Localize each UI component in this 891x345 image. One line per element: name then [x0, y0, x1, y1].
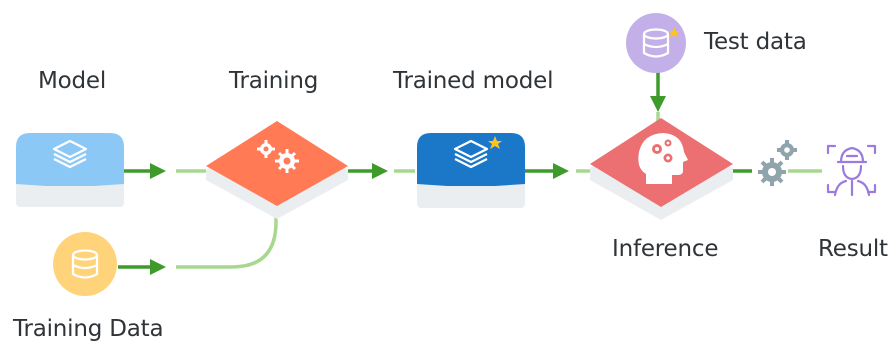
gears-icon [257, 140, 299, 173]
layers-star-icon [453, 136, 502, 169]
label-result: Result [818, 236, 888, 262]
person-target-icon [826, 144, 877, 197]
arrow-trained-model-to-inference [525, 163, 592, 179]
label-training: Training [229, 68, 319, 94]
database-icon [71, 249, 99, 279]
label-model: Model [38, 68, 107, 94]
test-data-node [626, 13, 686, 73]
brain-gears-head-icon [638, 133, 688, 184]
database-star-icon [642, 27, 680, 58]
trained-model-tile [417, 133, 525, 208]
arrow-training-to-trained-model [348, 163, 415, 179]
label-test-data: Test data [704, 29, 807, 55]
arrow-test-data-to-inference [650, 72, 666, 121]
label-inference: Inference [612, 236, 719, 262]
arrow-training-data-to-training [118, 212, 278, 275]
arrow-model-to-training [124, 163, 206, 179]
label-training-data: Training Data [13, 316, 164, 342]
connectors [118, 72, 822, 275]
label-trained-model: Trained model [393, 68, 554, 94]
model-tile [16, 133, 124, 207]
training-tile [206, 121, 348, 219]
layers-icon [52, 139, 88, 169]
training-data-node [53, 232, 117, 296]
result-gears-icon [758, 140, 797, 186]
inference-tile [590, 118, 733, 220]
